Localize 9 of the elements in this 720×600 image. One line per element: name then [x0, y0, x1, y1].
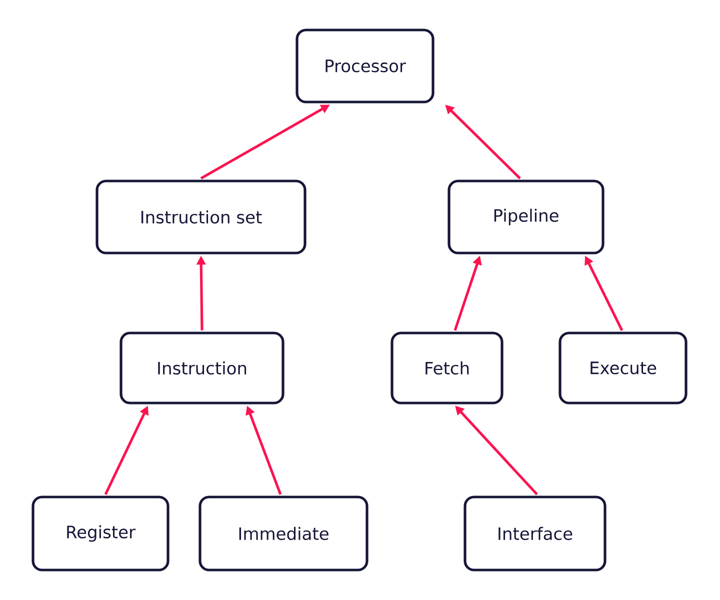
process-box: Fetch	[390, 332, 504, 404]
process-box: Execute	[558, 332, 688, 404]
process-box: Instruction set	[96, 180, 306, 254]
process-box: Interface	[464, 496, 606, 572]
process-box: Register	[32, 496, 170, 572]
process-box: Pipeline	[448, 180, 604, 254]
process-box: Immediate	[198, 496, 368, 572]
process-box: Instruction	[120, 332, 284, 404]
process-box: Processor	[296, 28, 434, 104]
